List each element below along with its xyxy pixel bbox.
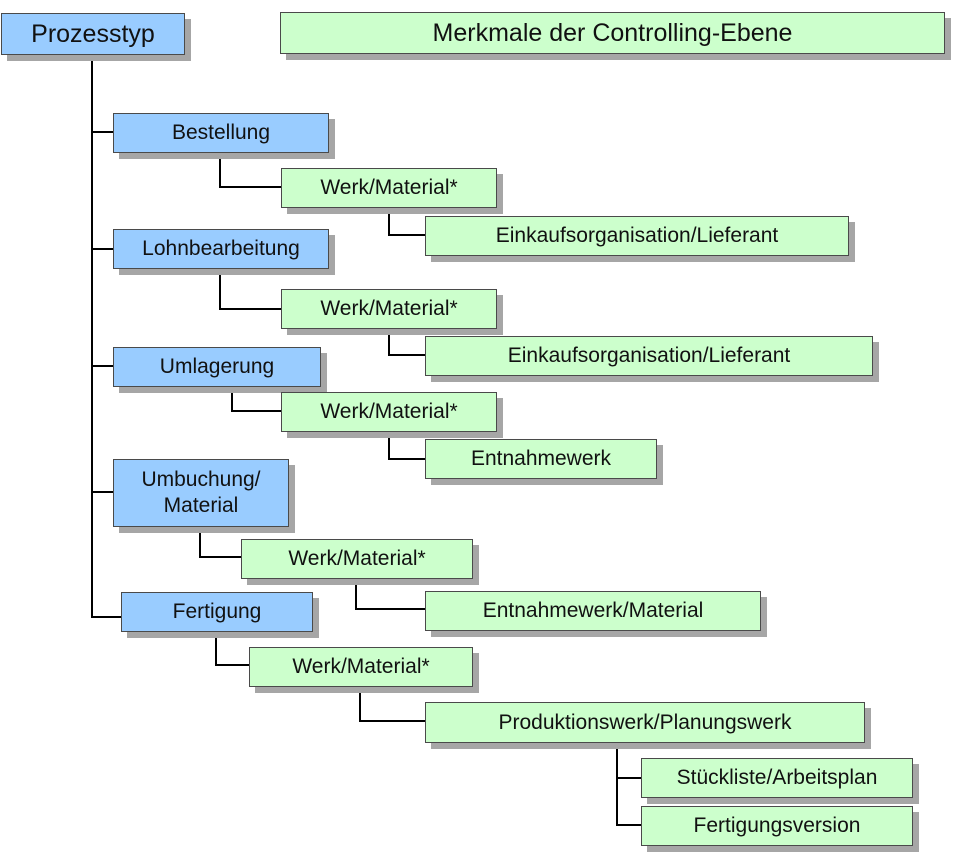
connector-line [388, 234, 425, 236]
connector-line [388, 328, 390, 356]
connector-line [388, 458, 425, 460]
connector-line [616, 824, 641, 826]
branch-line-fertigung [91, 616, 121, 618]
feature-entnahmewerk-material: Entnahmewerk/Material [425, 591, 761, 631]
feature-werk-material: Werk/Material* [281, 289, 497, 329]
prozesstyp-header: Prozesstyp [1, 13, 185, 55]
connector-line [231, 410, 281, 412]
merkmale-header: Merkmale der Controlling-Ebene [280, 12, 945, 54]
process-fertigung: Fertigung [121, 592, 313, 632]
feature-entnahmewerk: Entnahmewerk [425, 439, 657, 479]
feature-werk-material: Werk/Material* [241, 539, 473, 579]
process-lohnbearbeitung: Lohnbearbeitung [113, 229, 329, 269]
connector-line [219, 308, 281, 310]
connector-line [355, 577, 357, 610]
connector-line [219, 268, 221, 310]
connector-line [616, 777, 641, 779]
connector-line [388, 432, 390, 460]
feature-fertigungsversion: Fertigungsversion [641, 806, 913, 846]
connector-line [215, 664, 249, 666]
root-trunk-line [91, 56, 93, 617]
connector-line [199, 526, 201, 558]
feature-produktionswerk-planungswerk: Produktionswerk/Planungswerk [425, 702, 865, 743]
connector-line [219, 186, 281, 188]
feature-einkaufsorganisation-lieferant: Einkaufsorganisation/Lieferant [425, 216, 849, 256]
process-umbuchung-material: Umbuchung/ Material [113, 459, 289, 527]
connector-line [231, 386, 233, 412]
feature-einkaufsorganisation-lieferant: Einkaufsorganisation/Lieferant [425, 336, 873, 376]
branch-line-bestellung [91, 131, 113, 133]
branch-line-umlagerung [91, 365, 113, 367]
branch-line-umbuchung [91, 491, 113, 493]
feature-werk-material: Werk/Material* [281, 168, 497, 208]
connector-line [359, 686, 361, 722]
feature-werk-material: Werk/Material* [281, 392, 497, 432]
connector-line [355, 608, 425, 610]
connector-line [388, 208, 390, 236]
branch-line-lohnbearbeitung [91, 248, 113, 250]
connector-line [219, 152, 221, 188]
process-bestellung: Bestellung [113, 113, 329, 153]
connector-line [215, 631, 217, 666]
feature-werk-material: Werk/Material* [249, 647, 473, 687]
process-umlagerung: Umlagerung [113, 347, 321, 387]
connector-line [616, 742, 618, 826]
connector-line [388, 354, 425, 356]
connector-line [359, 720, 425, 722]
connector-line [199, 556, 241, 558]
feature-stueckliste-arbeitsplan: Stückliste/Arbeitsplan [641, 758, 913, 798]
